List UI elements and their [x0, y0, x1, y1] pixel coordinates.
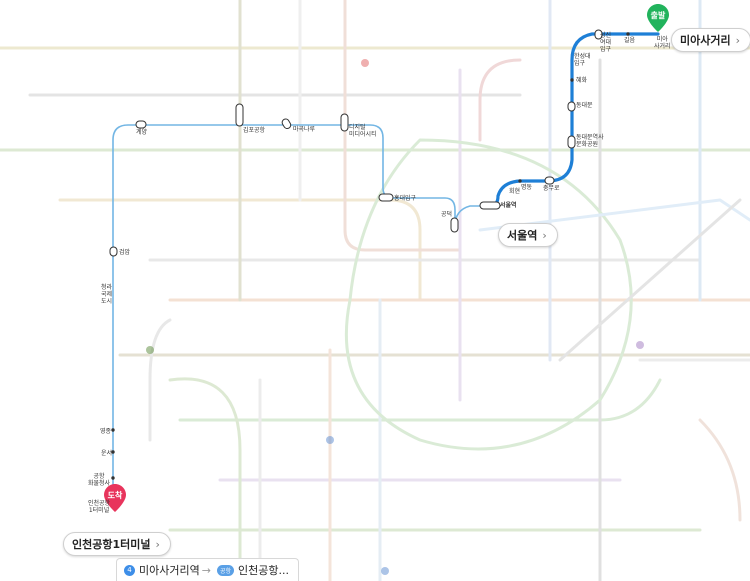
background-dots	[146, 59, 644, 575]
station-myeongdong: 명동	[521, 184, 533, 191]
chevron-right-icon: ›	[155, 538, 160, 551]
route-summary-panel[interactable]: 4 미아사거리역 → 공항 인천공항...	[116, 558, 299, 581]
transfer-station-callout[interactable]: 서울역 ›	[498, 223, 558, 247]
station-hongdae: 홍대입구	[394, 195, 417, 202]
airport-line-badge: 공항	[216, 564, 234, 576]
station-hyehwa: 혜화	[576, 77, 588, 84]
end-pin-icon[interactable]	[104, 484, 126, 512]
station-gongdeok: 공덕	[441, 211, 453, 218]
chevron-right-icon: ›	[542, 229, 547, 242]
station-cheongna: 청라 국제 도시	[101, 284, 113, 305]
start-pin-icon[interactable]	[647, 4, 669, 32]
station-sungshin: 성신 여대 입구	[600, 32, 612, 53]
station-geomam: 검암	[119, 249, 131, 256]
station-gyeyang: 계양	[136, 129, 148, 136]
start-station-name: 미아사거리	[680, 34, 731, 47]
station-magoknaru: 마곡나루	[293, 126, 316, 133]
station-yeongjong: 영종	[100, 428, 112, 435]
station-ddp: 동대문역사 문화공원	[576, 134, 604, 148]
chevron-right-icon: ›	[735, 34, 741, 47]
station-terminal1: 인천공항 1터미널	[88, 500, 111, 514]
station-mia-sageori: 미아 사거리	[654, 36, 671, 50]
station-gimpo: 김포공항	[243, 127, 266, 134]
end-marker-label: 도착	[107, 491, 123, 500]
station-dongdaemun: 동대문	[576, 102, 593, 109]
arrow-right-icon: →	[201, 563, 211, 577]
line4-badge: 4	[124, 564, 135, 576]
station-chungmuro: 충무로	[543, 185, 560, 192]
station-hansung: 한성대 입구	[574, 53, 591, 67]
station-seoul: 서울역	[500, 202, 517, 209]
station-hwamul: 공항 화물청사	[88, 473, 111, 487]
station-unseo: 운서	[101, 450, 113, 457]
start-station-callout[interactable]: 미아사거리 ›	[671, 28, 750, 52]
route-to: 인천공항...	[238, 564, 289, 577]
route-from: 미아사거리역	[139, 564, 200, 577]
end-station-name: 인천공항1터미널	[72, 538, 151, 551]
transfer-station-name: 서울역	[507, 229, 538, 242]
station-gireum: 길음	[624, 37, 636, 44]
start-marker-label: 출발	[650, 11, 666, 20]
station-dmc: 디지털 미디어시티	[349, 124, 377, 138]
station-hoehyeon: 회현	[509, 188, 521, 195]
end-station-callout[interactable]: 인천공항1터미널 ›	[63, 532, 171, 556]
station-markers	[109, 29, 630, 480]
